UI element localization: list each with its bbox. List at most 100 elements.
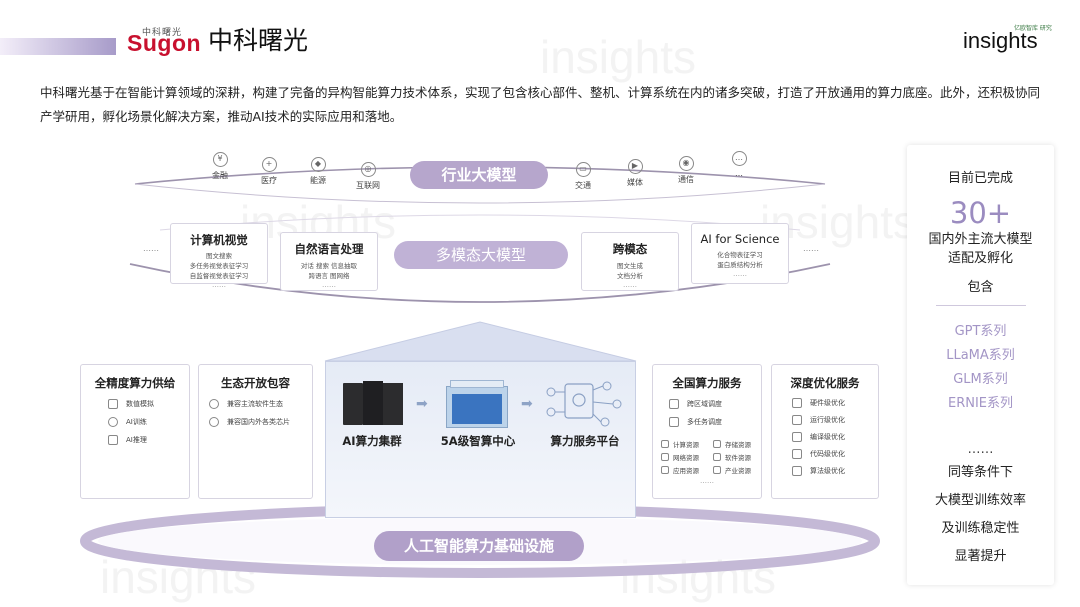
precision-item: AI训练 [108, 417, 189, 427]
industry-model-label: 行业大模型 [410, 161, 548, 189]
box-national-service: 全国算力服务 跨区域调度 多任务调度 计算资源 存储资源 网络资源 软件资源 应… [652, 364, 762, 499]
compile-icon [792, 432, 802, 442]
ai-infer-icon [108, 435, 118, 445]
monitor-icon [108, 399, 118, 409]
divider [935, 305, 1026, 306]
industry-item-more: …… [719, 151, 759, 178]
effect-line: 显著提升 [954, 549, 1007, 564]
summary-panel: 目前已完成 30+ 国内外主流大模型 适配及孵化 包含 GPT系列 LLaMA系… [907, 145, 1054, 585]
arrow-right-icon: ➡ [416, 396, 428, 412]
ecosystem-item: 兼容主流软件生态 [209, 399, 312, 409]
effect-line: 同等条件下 [947, 465, 1013, 480]
hardware-icon [792, 398, 802, 408]
arrow-right-icon: ➡ [521, 396, 533, 412]
resource-item: 计算资源 [661, 439, 709, 449]
series-item: GPT系列 [954, 324, 1007, 339]
sugon-logo-cn: 中科曙光 [142, 28, 183, 38]
run-icon [792, 415, 802, 425]
card-ai-for-science: AI for Science 化合物表征学习 蛋白质结构分析 …… [691, 223, 789, 284]
play-icon: ▶ [627, 159, 643, 174]
industry-item-finance: ¥金融 [212, 152, 228, 180]
summary-desc: 国内外主流大模型 [928, 232, 1033, 247]
industry-item-medical: +医疗 [261, 157, 277, 185]
card-computer-vision: 计算机视觉 图文搜索 多任务视觉表征学习 自监督视觉表征学习 …… [170, 223, 268, 289]
chip-icon [209, 417, 219, 427]
national-item: 跨区域调度 [669, 399, 761, 409]
card-title: 计算机视觉 [190, 233, 248, 247]
summary-head: 目前已完成 [947, 171, 1013, 186]
signal-icon: ◉ [678, 156, 694, 171]
compute-icon [661, 440, 669, 448]
platform-label: 5A级智算中心 [440, 434, 516, 448]
box-deep-optimization: 深度优化服务 硬件级优化 运行级优化 编译级优化 代码级优化 算法级优化 [771, 364, 879, 499]
intro-paragraph: 中科曙光基于在智能计算领域的深耕，构建了完备的异构智能算力技术体系，实现了包含核… [40, 85, 1041, 124]
optimization-item: 代码级优化 [792, 449, 878, 459]
optimization-item: 算法级优化 [792, 466, 878, 476]
page-title: 中科曙光 [208, 26, 309, 55]
optimization-item: 硬件级优化 [792, 398, 878, 408]
bus-icon: ▭ [575, 162, 591, 177]
industry-item-media: ▶媒体 [627, 159, 643, 187]
resource-item: 软件资源 [713, 452, 761, 462]
sugon-logo: Sugon [127, 30, 202, 56]
effect-line: 大模型训练效率 [934, 493, 1026, 508]
series-item: ERNIE系列 [947, 396, 1014, 411]
resource-item: 网络资源 [661, 452, 709, 462]
ai-train-icon [108, 417, 118, 427]
algorithm-icon [792, 466, 802, 476]
watermark: insights [540, 31, 696, 83]
code-icon [792, 449, 802, 459]
box-title: 深度优化服务 [790, 376, 860, 390]
precision-item: 数值模拟 [108, 399, 189, 409]
industry-item-energy: ◆能源 [310, 157, 326, 185]
route-icon [669, 399, 679, 409]
data-center-icon [446, 380, 508, 428]
series-ellipsis: …… [967, 442, 994, 457]
summary-count: 30+ [949, 196, 1012, 230]
card-cross-modal: 跨模态 图文生成 文档分析 …… [581, 232, 679, 291]
box-title: 生态开放包容 [221, 376, 290, 390]
series-item: LLaMA系列 [946, 348, 1015, 363]
service-network-icon [546, 381, 622, 427]
effect-line: 及训练稳定性 [941, 521, 1020, 536]
box-full-precision: 全精度算力供给 数值模拟 AI训练 AI推理 [80, 364, 190, 499]
header-accent-bar [0, 38, 116, 55]
precision-item: AI推理 [108, 435, 189, 445]
optimization-item: 运行级优化 [792, 415, 878, 425]
app-icon [661, 466, 669, 474]
box-title: 全精度算力供给 [94, 376, 176, 390]
industry-item-internet: ◎互联网 [356, 162, 380, 190]
card-nlp: 自然语言处理 对话 搜索 信息抽取 跨语言 图网络 …… [280, 232, 378, 291]
ecosystem-item: 兼容国内外各类芯片 [209, 417, 312, 427]
ai-infrastructure-label: 人工智能算力基础设施 [374, 531, 584, 561]
more-icon: … [731, 151, 747, 166]
card-title: AI for Science [700, 232, 780, 246]
energy-icon: ◆ [310, 157, 326, 172]
platform-label: 算力服务平台 [550, 434, 620, 448]
summary-desc: 适配及孵化 [947, 251, 1013, 266]
medical-icon: + [261, 157, 277, 172]
insights-logo: insights [963, 28, 1038, 53]
insights-logo-sub: 亿欧智库 研究 [1014, 25, 1052, 32]
industry-item-transport: ▭交通 [575, 162, 591, 190]
series-item: GLM系列 [953, 372, 1008, 387]
right-ellipsis: …… [803, 244, 819, 253]
card-title: 跨模态 [612, 242, 648, 256]
server-rack-icon [343, 381, 403, 426]
resource-item: 产业资源 [713, 465, 761, 475]
multimodal-model-label: 多模态大模型 [394, 241, 568, 269]
national-item: 多任务调度 [669, 417, 761, 427]
optimization-item: 编译级优化 [792, 432, 878, 442]
summary-include: 包含 [967, 280, 994, 295]
resource-item: 存储资源 [713, 439, 761, 449]
resource-grid: 计算资源 存储资源 网络资源 软件资源 应用资源 产业资源 [653, 439, 761, 475]
platform-label: AI算力集群 [342, 434, 402, 448]
industry-icon [713, 466, 721, 474]
tasks-icon [669, 417, 679, 427]
software-icon [713, 453, 721, 461]
network-icon [661, 453, 669, 461]
card-title: 自然语言处理 [294, 242, 364, 256]
box-title: 全国算力服务 [672, 376, 742, 390]
globe-icon [209, 399, 219, 409]
industry-item-telecom: ◉通信 [678, 156, 694, 184]
